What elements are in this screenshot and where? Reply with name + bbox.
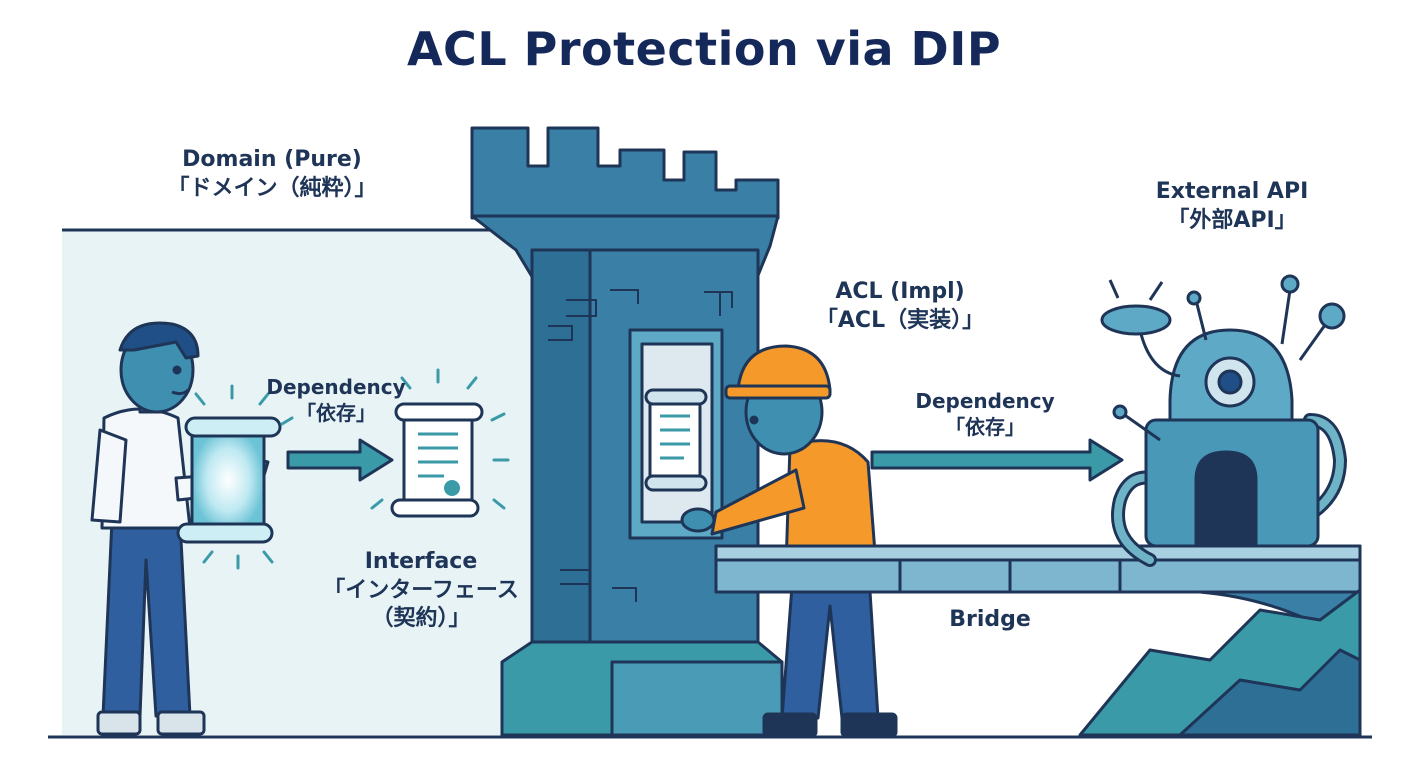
interface-label: Interface: [364, 549, 478, 574]
interface-label-ja-2: （契約）」: [371, 606, 471, 632]
bridge-label: Bridge: [949, 607, 1031, 632]
acl-label-ja: 「ACL（実装）」: [815, 307, 985, 333]
interface-scroll-icon: [390, 402, 484, 518]
dependency-arrow-left: [286, 438, 394, 482]
worker-figure: [680, 344, 898, 738]
acl-label-group: ACL (Impl) 「ACL（実装）」: [790, 278, 1010, 335]
dependency-left-label-ja: 「依存」: [296, 401, 376, 425]
tower-bricks: [548, 289, 733, 602]
external-api-label-group: External API 「外部API」: [1132, 178, 1332, 235]
external-api-label-ja: 「外部API」: [1167, 207, 1297, 233]
acl-label: ACL (Impl): [835, 279, 965, 304]
interface-rays: [366, 368, 510, 510]
interface-label-group: Interface 「インターフェース （契約）」: [308, 548, 534, 634]
external-api-creature: [1078, 274, 1362, 737]
glow-rays: [194, 384, 294, 570]
diagram-title: ACL Protection via DIP: [406, 22, 1002, 76]
dependency-right-label-group: Dependency 「依存」: [900, 388, 1070, 440]
dependency-right-label-ja: 「依存」: [945, 415, 1025, 439]
dependency-arrow-right: [870, 438, 1124, 482]
domain-label: Domain (Pure): [182, 147, 362, 172]
interface-label-ja-1: 「インターフェース: [323, 577, 519, 603]
external-api-label: External API: [1155, 179, 1309, 204]
dependency-right-label: Dependency: [915, 389, 1055, 413]
glowing-scroll-icon: [176, 416, 282, 544]
dependency-left-label: Dependency: [266, 375, 406, 399]
domain-label-ja: 「ドメイン（純粋）」: [167, 175, 377, 201]
dependency-left-label-group: Dependency 「依存」: [256, 374, 416, 426]
domain-label-group: Domain (Pure) 「ドメイン（純粋）」: [142, 146, 402, 203]
